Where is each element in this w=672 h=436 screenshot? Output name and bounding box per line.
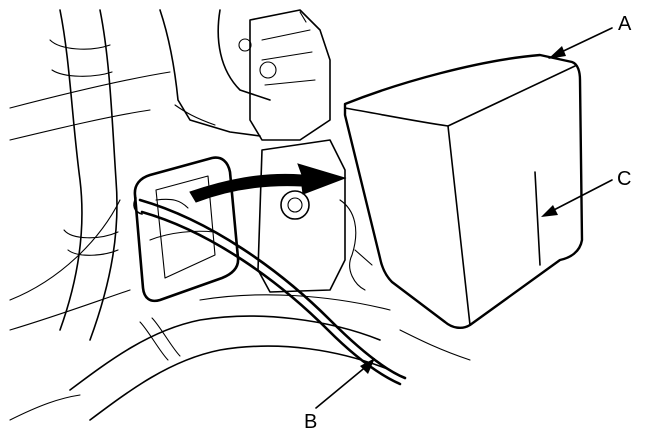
duct-opening — [133, 156, 240, 303]
label-b: B — [304, 411, 317, 433]
leader-b-arrowhead — [360, 358, 375, 374]
leader-c-arrowhead — [541, 205, 558, 217]
leader-a-arrowhead — [548, 46, 566, 59]
label-a: A — [618, 13, 632, 35]
leader-lines — [315, 27, 613, 409]
cover-a — [343, 53, 584, 330]
direction-arrow — [189, 163, 347, 203]
cable-b — [133, 197, 407, 386]
label-c: C — [617, 168, 631, 190]
background-hoses — [9, 9, 471, 421]
upper-component — [159, 9, 331, 141]
center-bracket — [257, 139, 373, 293]
